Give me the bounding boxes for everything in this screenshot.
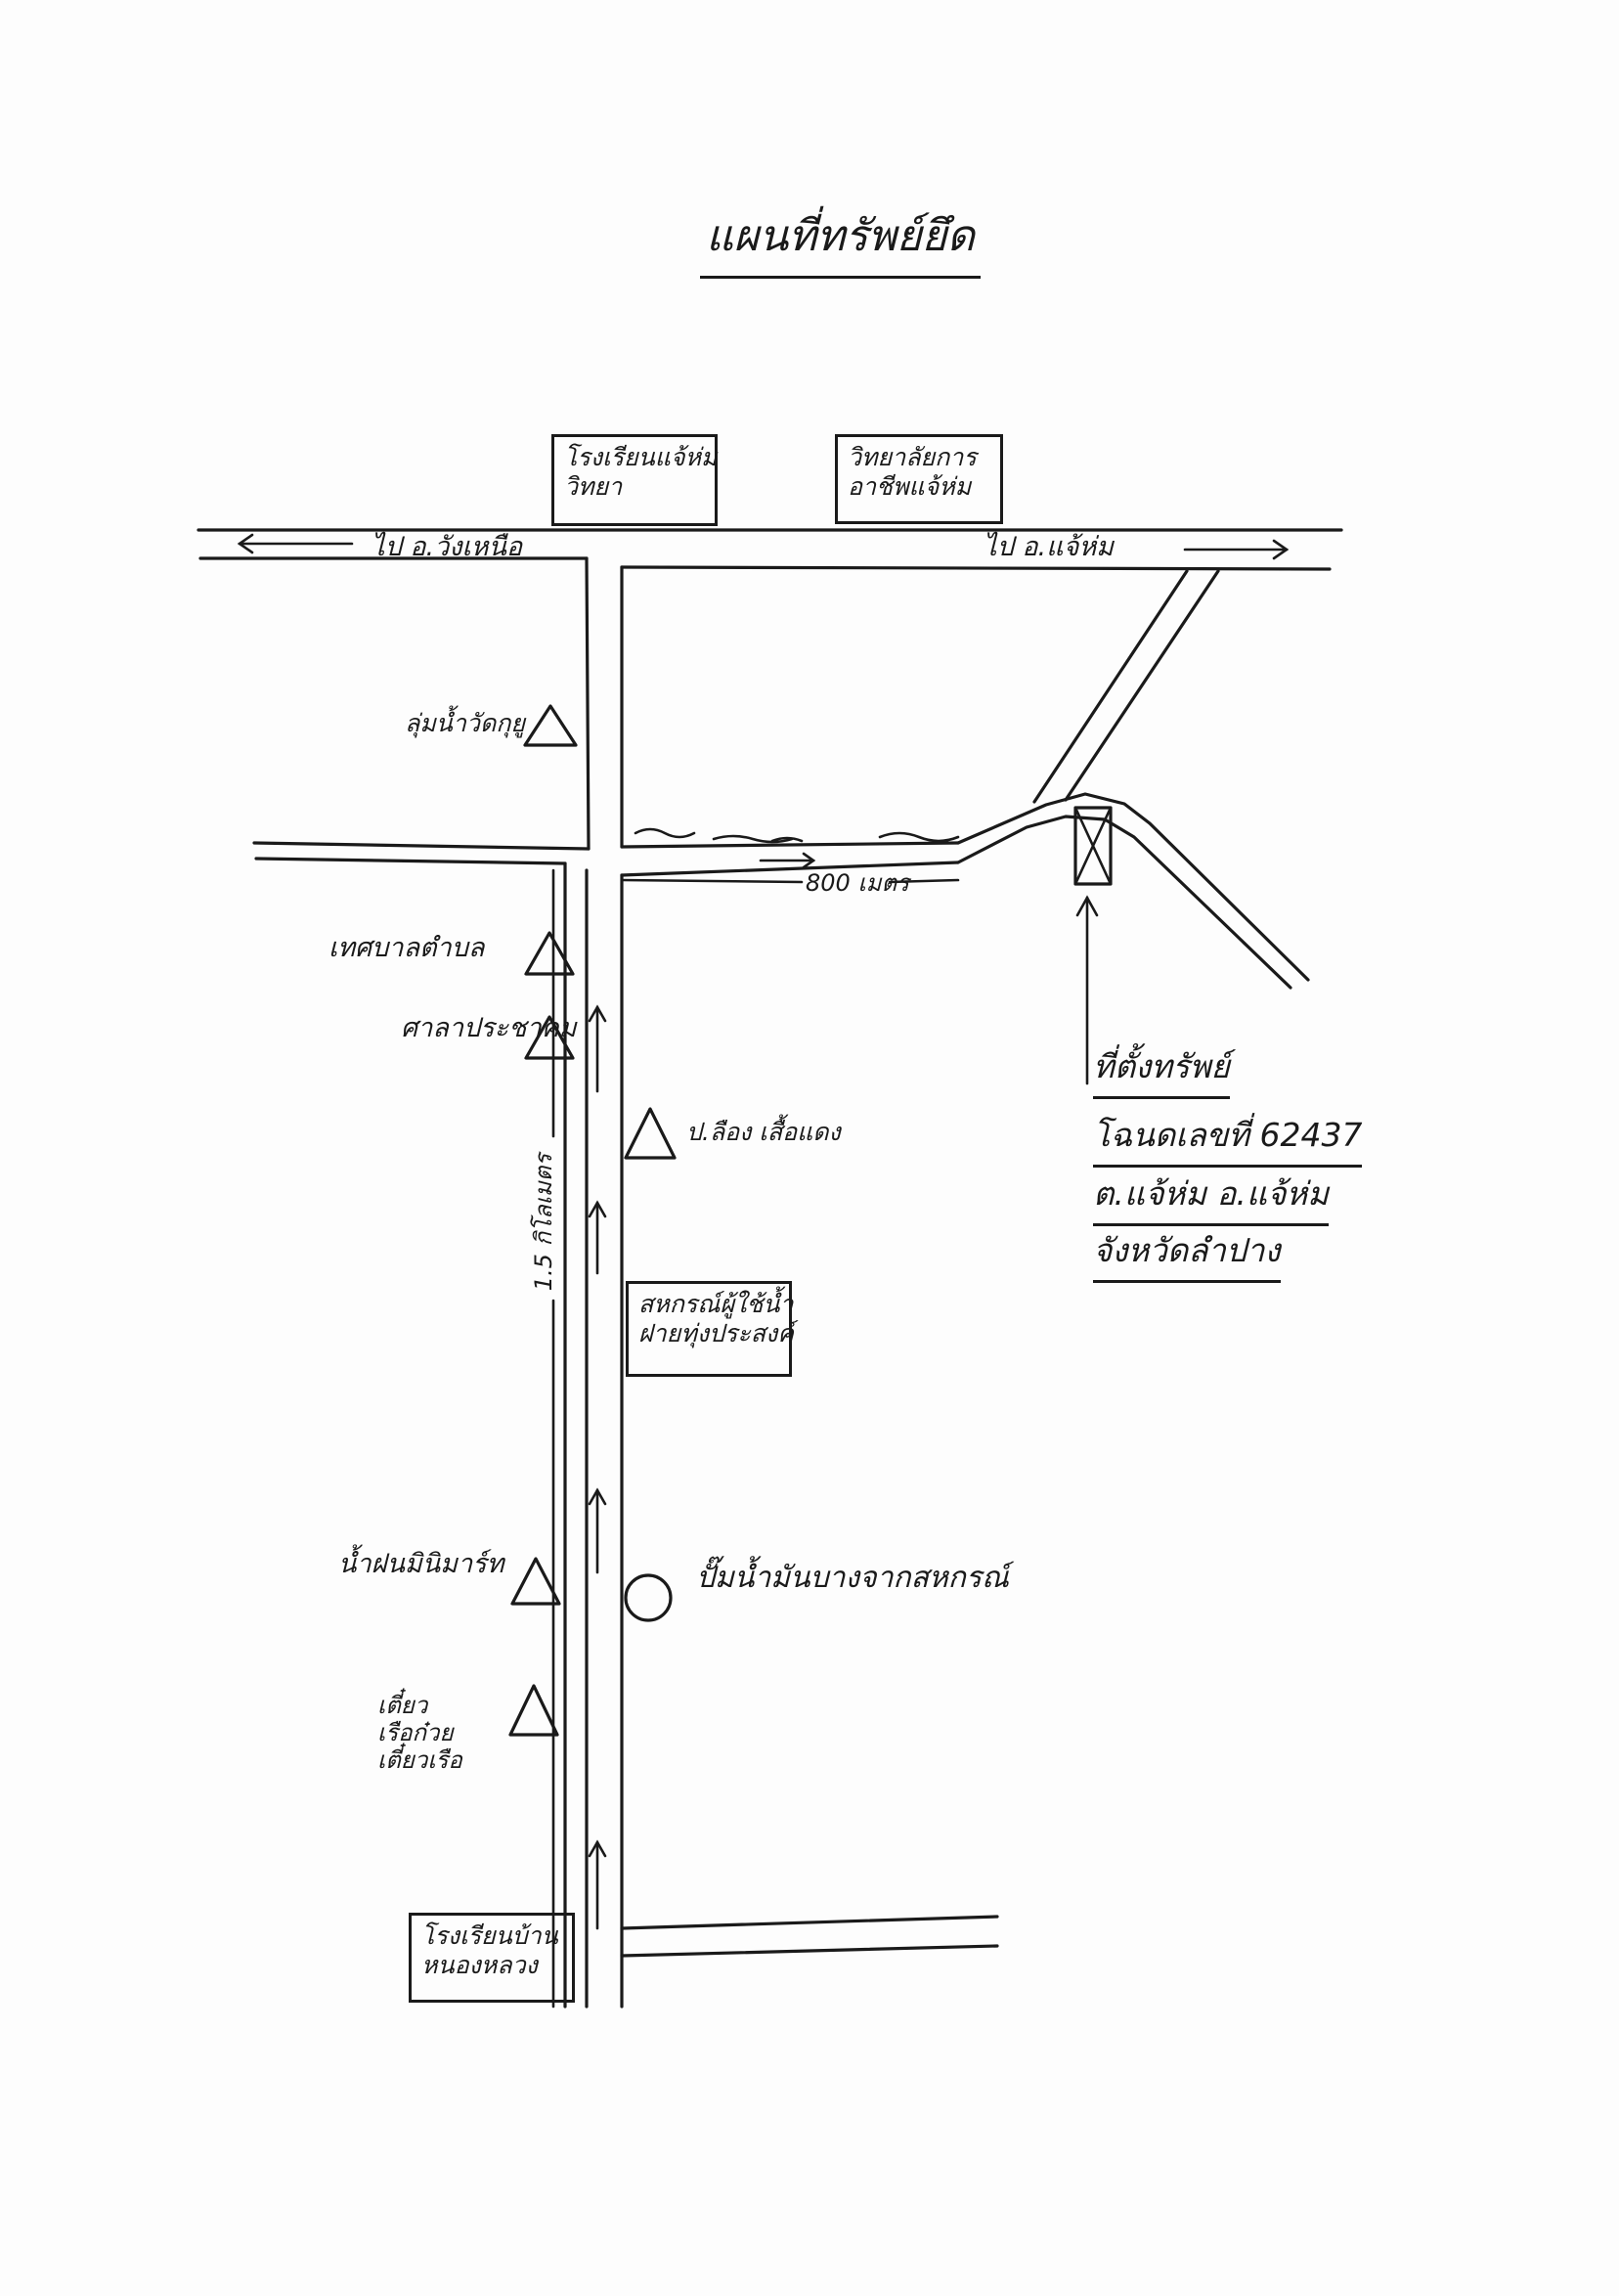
distance-branch-line-right (888, 878, 960, 884)
property-marker (1073, 806, 1113, 886)
landmark-label: น้ำฝนมินิมาร์ท (338, 1549, 504, 1579)
triangle-icon (510, 1557, 561, 1606)
canal-mark-4 (878, 831, 960, 843)
up-arrow-2 (588, 1200, 607, 1275)
diagonal-road-right-edge (1064, 569, 1220, 802)
box-line: โรงเรียนแจ้ห่ม (564, 443, 718, 471)
box-line: วิทยา (564, 472, 623, 501)
triangle-icon (523, 704, 578, 747)
road-label-left: ไป อ.วังเหนือ (372, 532, 523, 562)
box-line: สหกรณ์ผู้ใช้น้ำ (638, 1290, 794, 1318)
landmark-label: ปั๊มน้ำมันบางจากสหกรณ์ (696, 1561, 1009, 1595)
canal-mark-2 (712, 834, 794, 844)
triangle-icon (524, 931, 575, 976)
box-line: วิทยาลัยการ (848, 443, 977, 471)
main-road-bottom-edge-right (620, 565, 1332, 571)
bottom-road-bottom-edge (620, 1944, 999, 1958)
box-line: หนองหลวง (421, 1951, 538, 1979)
property-deed: โฉนดเลขที่ 62437 (1093, 1109, 1363, 1168)
triangle-icon (524, 1015, 575, 1060)
distance-label-main: 1.5 กิโลเมตร (530, 1153, 558, 1292)
circle-icon (624, 1573, 673, 1622)
arrow-right-head (1272, 539, 1290, 560)
triangle-icon (624, 1107, 677, 1160)
canal-mark-3 (770, 836, 804, 843)
arrow-left-head (237, 533, 254, 554)
bottom-road-top-edge (620, 1915, 999, 1930)
branch-road-bend-top (956, 792, 1310, 982)
canal-mark-1 (634, 827, 696, 839)
landmark-label: ศาลาประชาคม (401, 1013, 577, 1043)
distance-label-branch: 800 เมตร (806, 869, 909, 897)
property-heading: ที่ตั้งทรัพย์ (1093, 1040, 1230, 1099)
page-title: แผนที่ทรัพย์ยึด (700, 201, 981, 279)
landmark-box-cooperative: สหกรณ์ผู้ใช้น้ำ ฝายทุ่งประสงค์ (626, 1281, 794, 1377)
cross-road-left-top (252, 841, 591, 851)
branch-road-top-edge (620, 841, 960, 849)
triangle-icon (508, 1684, 559, 1737)
landmark-label: เทศบาลตำบล (328, 933, 485, 963)
branch-arrow-head (802, 852, 816, 869)
property-province: จังหวัดลำปาง (1093, 1224, 1281, 1283)
landmark-label: ลุ่มน้ำวัดกุยู (405, 709, 525, 737)
landmark-box-school-bottom: โรงเรียนบ้าน หนองหลวง (409, 1913, 575, 2003)
landmark-box-school-top: โรงเรียนแจ้ห่ม วิทยา (551, 434, 718, 526)
box-line: อาชีพแจ้ห่ม (848, 472, 972, 501)
property-marker-cross-2 (1073, 806, 1113, 886)
landmark-label: ป.ลือง เสื้อแดง (686, 1118, 841, 1146)
up-arrow-3 (588, 1487, 607, 1574)
box-line: ฝายทุ่งประสงค์ (638, 1319, 794, 1347)
property-subdistrict: ต.แจ้ห่ม อ.แจ้ห่ม (1093, 1168, 1329, 1226)
up-arrow-1 (588, 1004, 607, 1093)
up-arrow-4 (588, 1839, 607, 1930)
road-label-right: ไป อ.แจ้ห่ม (984, 532, 1114, 562)
landmark-label: เตี๋ยวเรือก๋วย เตี๋ยวเรือ (377, 1692, 462, 1774)
property-pointer-head (1075, 895, 1099, 917)
diagonal-road-left-edge (1032, 569, 1189, 804)
distance-branch-line-left (620, 878, 804, 884)
box-line: โรงเรียนบ้าน (421, 1921, 558, 1950)
vertical-road-left-edge-upper (585, 556, 591, 851)
landmark-box-college: วิทยาลัยการ อาชีพแจ้ห่ม (835, 434, 1003, 524)
branch-road-bottom-edge (620, 861, 960, 877)
branch-road-bend-bottom (956, 815, 1292, 990)
cross-road-left-bottom (254, 857, 567, 865)
